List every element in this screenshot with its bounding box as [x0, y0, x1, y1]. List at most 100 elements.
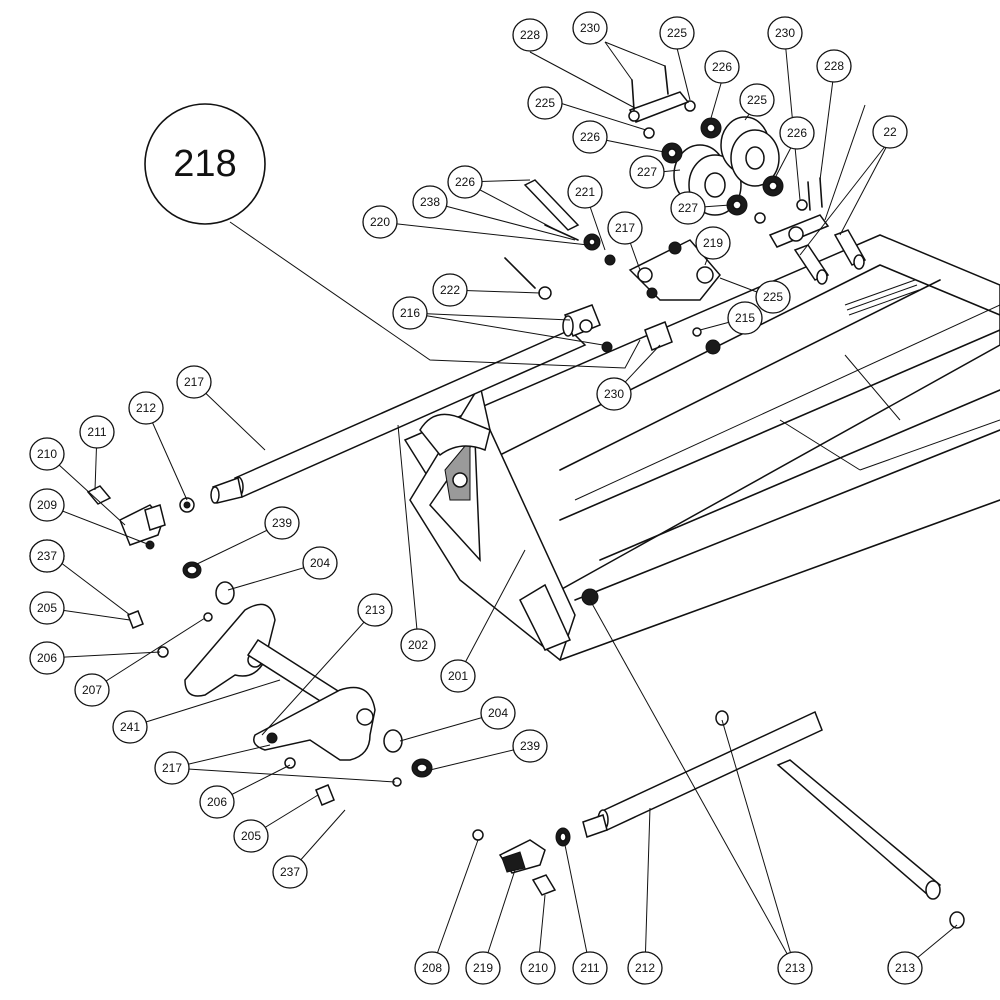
callout-207: 207 — [74, 673, 110, 707]
callout-230: 230 — [596, 377, 632, 411]
callout-label: 230 — [604, 387, 624, 401]
callout-label: 228 — [824, 59, 844, 73]
callout-ring — [777, 951, 813, 985]
callout-ring — [512, 729, 548, 763]
callout-ring — [412, 185, 448, 219]
callout-label: 206 — [207, 795, 227, 809]
callout-label: 239 — [520, 739, 540, 753]
callout-ring — [670, 191, 706, 225]
callout-ring — [400, 628, 436, 662]
callout-211: 211 — [572, 951, 608, 985]
callout-label: 238 — [420, 195, 440, 209]
callout-ring — [572, 120, 608, 154]
callout-ring — [447, 165, 483, 199]
callout-ring — [154, 751, 190, 785]
callout-label: 225 — [667, 26, 687, 40]
callout-ring — [520, 951, 556, 985]
callout-label: 226 — [787, 126, 807, 140]
callout-ring — [29, 591, 65, 625]
callout-label: 202 — [408, 638, 428, 652]
callout-228: 228 — [816, 49, 852, 83]
callout-ring — [176, 365, 212, 399]
callout-225: 225 — [739, 83, 775, 117]
leader-lines — [46, 39, 958, 969]
callout-label: 237 — [280, 865, 300, 879]
callout-ring — [465, 951, 501, 985]
callout-220: 220 — [362, 205, 398, 239]
callout-ring — [440, 659, 476, 693]
callout-217: 217 — [176, 365, 212, 399]
callout-226: 226 — [572, 120, 608, 154]
callout-ring — [29, 437, 65, 471]
callout-ring — [704, 50, 740, 84]
callout-label: 222 — [440, 283, 460, 297]
callout-ring — [627, 951, 663, 985]
callout-213: 213 — [887, 951, 923, 985]
callout-ring — [629, 155, 665, 189]
callout-label: 219 — [703, 236, 723, 250]
callout-label: 217 — [162, 761, 182, 775]
callout-label: 205 — [37, 601, 57, 615]
callout-226: 226 — [704, 50, 740, 84]
callout-204: 204 — [302, 546, 338, 580]
callout-label: 210 — [37, 447, 57, 461]
callout-226: 226 — [779, 116, 815, 150]
callout-label: 226 — [712, 60, 732, 74]
callout-label: 210 — [528, 961, 548, 975]
callout-241: 241 — [112, 710, 148, 744]
callout-225: 225 — [755, 280, 791, 314]
callout-209: 209 — [29, 488, 65, 522]
callout-label: 221 — [575, 185, 595, 199]
rack-teeth — [844, 279, 920, 316]
callout-239: 239 — [512, 729, 548, 763]
callout-213: 213 — [777, 951, 813, 985]
callout-label: 212 — [136, 401, 156, 415]
callout-ring — [739, 83, 775, 117]
callout-label: 226 — [580, 130, 600, 144]
callout-206: 206 — [199, 785, 235, 819]
callout-ring — [79, 415, 115, 449]
callout-237: 237 — [272, 855, 308, 889]
callout-ring — [607, 211, 643, 245]
callout-ring — [727, 301, 763, 335]
callout-label: 216 — [400, 306, 420, 320]
callout-label: 213 — [365, 603, 385, 617]
callout-ring — [695, 226, 731, 260]
callout-ring — [816, 49, 852, 83]
callout-201: 201 — [440, 659, 476, 693]
callout-206: 206 — [29, 641, 65, 675]
callout-ring — [357, 593, 393, 627]
callout-ring — [414, 951, 450, 985]
callout-ring — [29, 488, 65, 522]
callout-label: 225 — [535, 96, 555, 110]
callout-label: 226 — [455, 175, 475, 189]
callout-label: 211 — [87, 425, 106, 439]
callout-label: 227 — [637, 165, 657, 179]
callout-label: 225 — [763, 290, 783, 304]
callout-ring — [779, 116, 815, 150]
main-frame — [403, 234, 1000, 662]
callout-211: 211 — [79, 415, 115, 449]
callout-label: 206 — [37, 651, 57, 665]
callout-ring — [392, 296, 428, 330]
callout-label: 217 — [615, 221, 635, 235]
callout-label: 204 — [488, 706, 508, 720]
callout-227: 227 — [670, 191, 706, 225]
callout-ring — [29, 641, 65, 675]
callout-219: 219 — [465, 951, 501, 985]
callout-ring — [29, 539, 65, 573]
callout-210: 210 — [29, 437, 65, 471]
callout-ring — [199, 785, 235, 819]
callout-205: 205 — [29, 591, 65, 625]
callout-ring — [887, 951, 923, 985]
callout-ring — [128, 391, 164, 425]
callout-label: 209 — [37, 498, 57, 512]
callout-ring — [302, 546, 338, 580]
callout-label: 204 — [310, 556, 330, 570]
callout-ring — [767, 16, 803, 50]
callout-label: 227 — [678, 201, 698, 215]
callout-216: 216 — [392, 296, 428, 330]
callout-label: 205 — [241, 829, 261, 843]
left-assembly — [86, 485, 433, 806]
